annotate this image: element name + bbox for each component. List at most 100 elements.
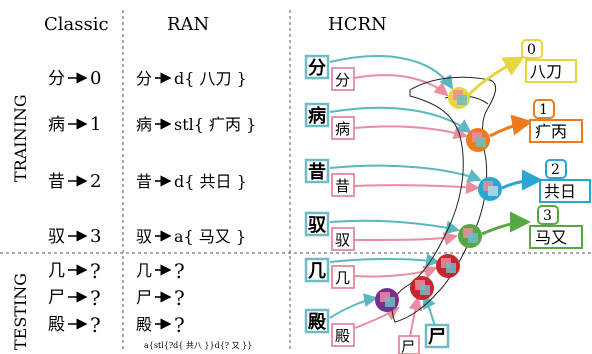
hcrn-char: 昔 bbox=[308, 162, 326, 182]
hcrn-small-box bbox=[331, 323, 355, 347]
hcrn-big-box bbox=[304, 257, 330, 283]
header-hcrn: HCRN bbox=[328, 14, 387, 35]
teal-arrow bbox=[329, 106, 472, 134]
classic-row: 尸 ? bbox=[48, 286, 101, 310]
radical-text: 疒丙 bbox=[535, 123, 567, 141]
ran-char: 分 bbox=[136, 70, 152, 88]
radical-node bbox=[466, 128, 490, 152]
hcrn-input-group: 昔 昔 bbox=[304, 158, 355, 197]
radical-text: 马又 bbox=[535, 229, 567, 247]
hcrn-char: 殿 bbox=[307, 312, 327, 332]
radical-box bbox=[539, 179, 591, 203]
ran-row: 尸 ? bbox=[136, 286, 185, 310]
ran-sequence: a{ 马又 } bbox=[174, 227, 246, 246]
yellow-output-arrow bbox=[466, 56, 525, 97]
radical-box bbox=[525, 59, 577, 83]
radical-node bbox=[375, 288, 399, 312]
classic-char: 殿 bbox=[48, 315, 65, 334]
orange-output-arrow bbox=[489, 114, 533, 138]
hcrn-small-box bbox=[331, 67, 355, 91]
ran-row: 昔 d{ 共日 } bbox=[136, 172, 247, 191]
ran-label: ? bbox=[174, 286, 185, 310]
hcrn-big-box bbox=[304, 308, 330, 334]
node-square bbox=[457, 95, 467, 105]
classic-row: 病 1 bbox=[48, 114, 101, 135]
classic-row: 殿 ? bbox=[48, 313, 101, 337]
hcrn-big-box bbox=[304, 102, 330, 128]
id-box bbox=[545, 159, 567, 179]
class-id: 1 bbox=[539, 102, 548, 118]
hcrn-char: 尸 bbox=[428, 327, 446, 347]
hcrn-input-group: 驭 驭 bbox=[304, 211, 355, 251]
classic-char: 病 bbox=[48, 115, 65, 134]
hcrn-big-box bbox=[424, 323, 450, 349]
classic-char: 分 bbox=[48, 69, 65, 88]
teal-arrow bbox=[329, 164, 482, 183]
pink-arrow bbox=[354, 306, 400, 329]
ran-char: 病 bbox=[136, 116, 152, 134]
hcrn-small-box bbox=[331, 116, 355, 140]
radical-text: 共日 bbox=[544, 183, 576, 201]
radical-node bbox=[478, 177, 502, 201]
ran-char: 昔 bbox=[136, 173, 152, 191]
hcrn-char-small: 分 bbox=[335, 72, 350, 89]
ran-char: 几 bbox=[136, 263, 152, 280]
id-box bbox=[521, 39, 543, 59]
node-square bbox=[468, 233, 478, 243]
radical-node bbox=[448, 87, 470, 109]
classic-label: 3 bbox=[90, 226, 101, 247]
classic-char: 昔 bbox=[48, 172, 65, 191]
id-box bbox=[533, 99, 555, 119]
pink-arrow bbox=[353, 74, 449, 97]
radical-node bbox=[410, 276, 434, 300]
hcrn-char-small: 昔 bbox=[335, 178, 350, 195]
classic-label: 1 bbox=[90, 114, 101, 135]
hcrn-char: 几 bbox=[308, 261, 326, 281]
header-classic: Classic bbox=[44, 14, 109, 35]
node-square bbox=[488, 186, 498, 196]
hcrn-input-group: 分 分 bbox=[304, 54, 355, 91]
hcrn-test-group: 殿 殿 bbox=[304, 308, 355, 347]
pink-arrow bbox=[408, 296, 423, 339]
pink-arrow bbox=[353, 125, 468, 140]
teal-arrow bbox=[329, 253, 440, 268]
radical-node bbox=[436, 254, 460, 278]
classic-row: 昔 2 bbox=[48, 171, 101, 192]
hcrn-big-box bbox=[304, 54, 330, 80]
node-square bbox=[420, 285, 430, 295]
classic-label: ? bbox=[90, 259, 101, 283]
ran-sequence: d{ 八刀 } bbox=[174, 69, 247, 88]
node-square bbox=[476, 137, 486, 147]
hcrn-char: 分 bbox=[308, 58, 326, 78]
classic-label: ? bbox=[90, 286, 101, 310]
ran-sequence: stl{ 疒丙 } bbox=[174, 115, 256, 134]
hcrn-small-box bbox=[398, 335, 420, 354]
output-label-0: 0 八刀 bbox=[521, 39, 577, 83]
class-id: 2 bbox=[551, 162, 560, 178]
hcrn-small-box bbox=[331, 227, 355, 251]
classic-char: 驭 bbox=[48, 227, 65, 246]
ran-char: 殿 bbox=[136, 316, 152, 334]
hcrn-big-box bbox=[304, 211, 330, 237]
classic-label: ? bbox=[90, 313, 101, 337]
class-id: 0 bbox=[527, 42, 536, 58]
section-testing-label: TESTING bbox=[11, 273, 30, 350]
ran-row: 分 d{ 八刀 } bbox=[136, 69, 247, 88]
hcrn-char: 病 bbox=[308, 105, 326, 126]
ran-char: 尸 bbox=[136, 290, 152, 307]
hcrn-char-small: 病 bbox=[335, 121, 350, 138]
ran-row: 病 stl{ 疒丙 } bbox=[136, 115, 256, 134]
section-training-label: TRAINING bbox=[11, 94, 30, 182]
radical-box bbox=[529, 119, 583, 143]
hcrn-input-group: 病 病 bbox=[304, 102, 355, 140]
header-ran: RAN bbox=[167, 14, 209, 35]
radical-node bbox=[458, 224, 482, 248]
hcrn-char-small: 殿 bbox=[335, 329, 350, 345]
node-square bbox=[385, 297, 395, 307]
classic-label: 0 bbox=[90, 68, 101, 89]
hcrn-char: 驭 bbox=[308, 215, 326, 235]
classic-row: 分 0 bbox=[48, 68, 101, 89]
output-label-2: 2 共日 bbox=[539, 159, 591, 203]
